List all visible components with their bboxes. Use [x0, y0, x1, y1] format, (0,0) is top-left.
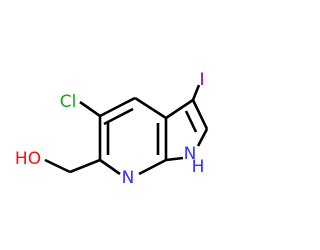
pyrrole-nitrogen-label: N: [184, 144, 197, 164]
bond-n8-c9: [99, 158, 121, 176]
bond-ch2-oh: [44, 158, 71, 174]
chemical-structure-diagram: I Cl HO N N H: [15, 70, 209, 188]
bond-layer: [44, 84, 209, 176]
bond-c1-c2: [191, 99, 209, 130]
atom-label-layer: I Cl HO N N H: [15, 70, 205, 188]
chlorine-atom-label: Cl: [60, 92, 77, 112]
bond-c1-c2-inner: [184, 110, 198, 133]
pyridine-nitrogen-label: N: [122, 168, 135, 188]
bond-n3-c7: [165, 156, 184, 162]
bond-c9-ch2: [69, 158, 101, 174]
bond-c4-chlorine: [79, 100, 101, 118]
bond-c1-iodine: [191, 84, 201, 101]
bond-c7-n8: [138, 158, 167, 176]
pyrrole-hydrogen-label: H: [192, 157, 205, 177]
bond-c5-c6: [134, 96, 167, 120]
iodine-atom-label: I: [199, 70, 204, 90]
hydroxyl-group-label: HO: [15, 149, 41, 169]
bond-c2-n3: [196, 128, 209, 147]
bond-c6-c1: [165, 98, 194, 120]
bond-c4-c5: [99, 96, 136, 118]
